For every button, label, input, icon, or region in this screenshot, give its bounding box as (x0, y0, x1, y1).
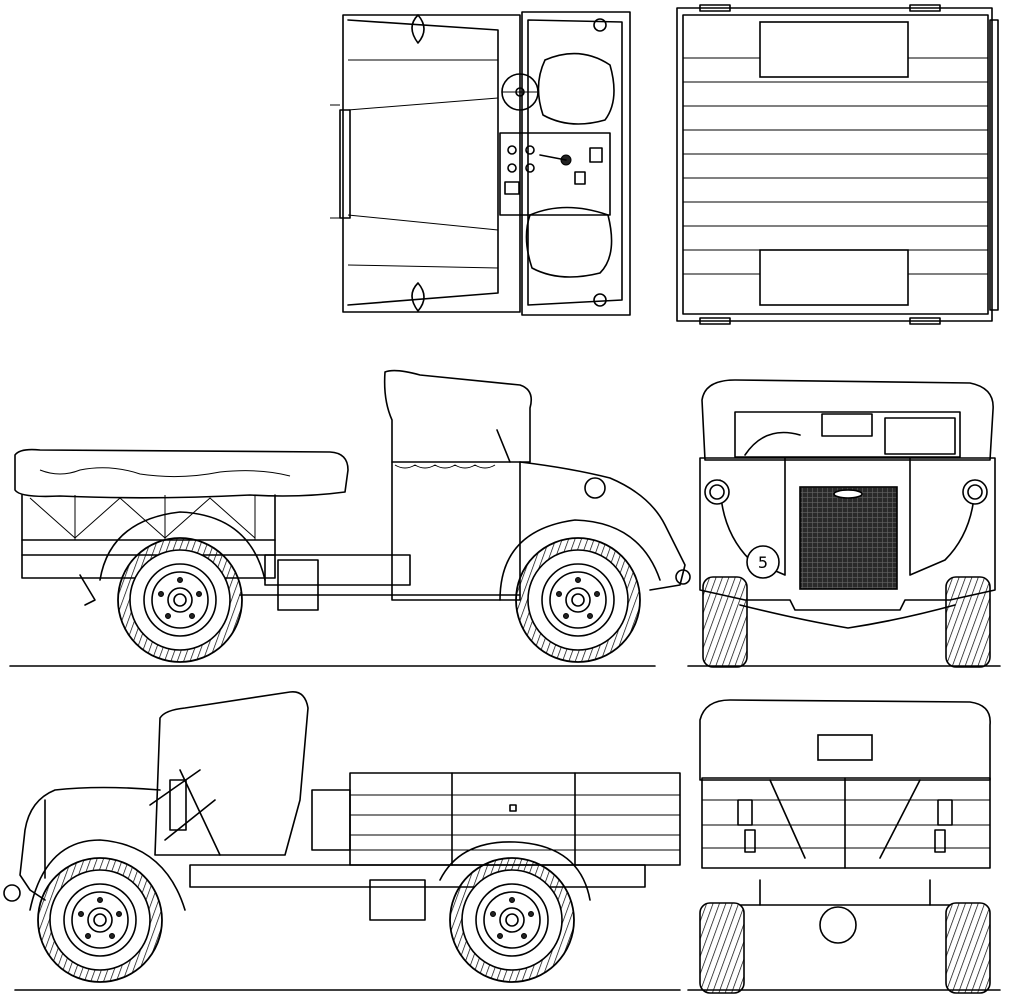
headlight-right (962, 479, 988, 505)
top-cab (521, 11, 631, 316)
rear-view (687, 699, 1001, 994)
right-front-wheel (37, 857, 163, 983)
seat-top-1 (537, 52, 615, 125)
tailgate (701, 777, 991, 869)
right-rear-wheel (449, 857, 575, 983)
top-view (330, 4, 999, 325)
right-cab-tarp (154, 691, 309, 856)
differential (819, 906, 857, 944)
top-cargo-bed (676, 7, 993, 322)
plate-number: 5 (758, 553, 768, 572)
right-side-view (3, 691, 681, 991)
right-bonnet (19, 786, 161, 901)
side-bonnet (519, 461, 686, 591)
seat-top-2 (525, 206, 613, 278)
right-cargo-bed (349, 772, 681, 866)
left-side-view (9, 369, 691, 667)
front-view: 5 (687, 379, 1001, 668)
rear-wheel (117, 537, 243, 663)
front-tire-right (945, 576, 991, 668)
front-tire-left (702, 576, 748, 668)
headlight-left (704, 479, 730, 505)
top-hood (342, 14, 521, 313)
front-cab-tarp (701, 379, 994, 461)
grille (799, 486, 898, 590)
plate-disc (746, 545, 780, 579)
rear-tarp (699, 699, 991, 781)
front-wheel (515, 537, 641, 663)
rear-tire-left (699, 902, 745, 994)
dashboard-panel (499, 132, 611, 216)
cab-tarp (383, 369, 533, 463)
rear-tire-right (945, 902, 991, 994)
